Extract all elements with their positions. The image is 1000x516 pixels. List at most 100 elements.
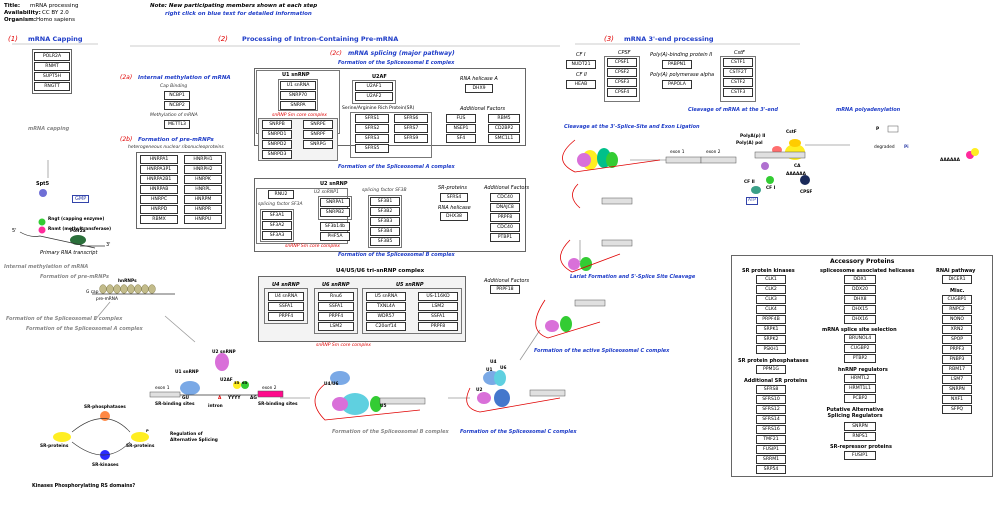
gene-box[interactable]: PRPF8: [418, 322, 458, 331]
misc-title[interactable]: Misc.: [950, 288, 965, 294]
gene-box[interactable]: SSFA1: [418, 312, 458, 321]
gene-box[interactable]: HNRPA1: [140, 155, 178, 164]
gene-box[interactable]: HNRPA3P1: [140, 165, 178, 174]
gene-box[interactable]: PSKH1: [756, 345, 786, 354]
gene-box[interactable]: SF3A3: [262, 231, 292, 240]
tri-snrnp-title[interactable]: U4/U5/U6 tri-snRNP complex: [336, 268, 425, 274]
gene-box[interactable]: U2AF2: [355, 92, 393, 101]
additional-factors-b-title[interactable]: Additional Factors: [484, 278, 530, 284]
gene-box[interactable]: SF3b14b: [320, 222, 350, 231]
section-2b-title[interactable]: Formation of pre-mRNPs: [138, 137, 214, 143]
additional-sr-title[interactable]: Additional SR proteins: [744, 378, 808, 384]
gene-box[interactable]: SF3B4: [370, 227, 400, 236]
gene-box[interactable]: CPSF3: [607, 78, 637, 87]
pab-title[interactable]: Poly(A)-binding protein II: [650, 52, 713, 58]
gene-box[interactable]: WDR57: [366, 312, 406, 321]
gene-box[interactable]: SPOP: [942, 335, 972, 344]
gene-box[interactable]: SFRS4: [440, 193, 468, 202]
gene-box[interactable]: SF3B3: [370, 217, 400, 226]
gene-box[interactable]: RBMX: [140, 215, 178, 224]
gene-box[interactable]: DHX9: [465, 84, 493, 93]
gene-box[interactable]: CLK2: [756, 285, 786, 294]
gene-box[interactable]: SNRPE: [303, 120, 333, 129]
gene-box[interactable]: CLK3: [756, 295, 786, 304]
gene-box[interactable]: SNRPA1: [320, 198, 350, 207]
gene-box[interactable]: SFRS5: [355, 144, 389, 153]
gene-box[interactable]: SUPT5H: [34, 72, 70, 81]
gene-box[interactable]: SF3B5: [370, 237, 400, 246]
gene-box[interactable]: SNRPF: [303, 130, 333, 139]
gene-box[interactable]: PRPF4: [268, 312, 304, 321]
gene-box[interactable]: SFRS14: [756, 415, 786, 424]
gene-box[interactable]: PCBP2: [844, 394, 876, 403]
gene-box[interactable]: PTBP1: [490, 233, 520, 242]
gene-box[interactable]: LSM7: [942, 375, 972, 384]
gene-box[interactable]: HNRPU: [184, 215, 222, 224]
gene-box[interactable]: LSM2: [318, 322, 354, 331]
gene-box[interactable]: SNRP70: [280, 91, 316, 100]
gene-box[interactable]: DNAJC8: [490, 203, 520, 212]
gene-box[interactable]: SNRPD1: [262, 130, 292, 139]
gene-box[interactable]: PRPF8: [490, 213, 520, 222]
gene-box[interactable]: SF3A1: [262, 211, 292, 220]
gene-box[interactable]: HNRPAB: [140, 185, 178, 194]
gene-box[interactable]: SFRS16: [756, 425, 786, 434]
gene-box[interactable]: RNPS1: [844, 432, 876, 441]
gene-box[interactable]: CD2BP2: [488, 124, 520, 133]
u6-title[interactable]: U6 snRNP: [322, 282, 350, 288]
gene-box[interactable]: SFRS9: [394, 134, 428, 143]
gene-box[interactable]: RNU2: [268, 190, 294, 199]
gene-box[interactable]: SRRM1: [756, 455, 786, 464]
sr-title[interactable]: Serine/Arginine Rich Protein(SR): [342, 106, 415, 111]
additional-factors-e-title[interactable]: Additional Factors: [460, 106, 506, 112]
gene-box[interactable]: PRPF4B: [756, 315, 786, 324]
sr-proteins-a-title[interactable]: SR-proteins: [438, 185, 467, 191]
alt-splicing-regulators-title[interactable]: Putative Alternative Splicing Regulators: [826, 407, 884, 419]
gene-box[interactable]: SFRS6: [394, 114, 428, 123]
diag-formation-active-c[interactable]: Formation of the active Spliceosomal C c…: [534, 348, 670, 354]
gene-box[interactable]: SNRPB: [262, 120, 292, 129]
gene-box[interactable]: CDC40: [490, 193, 520, 202]
gene-box[interactable]: LSM2: [418, 302, 458, 311]
gene-box[interactable]: CUGBP1: [942, 295, 972, 304]
gene-box[interactable]: FUS: [446, 114, 476, 123]
u2af-title[interactable]: U2AF: [372, 74, 387, 80]
gene-box[interactable]: SF3B2: [370, 207, 400, 216]
gene-box[interactable]: SNRPA: [280, 101, 316, 110]
gene-box[interactable]: SSFA1: [268, 302, 304, 311]
rna-helicase-title[interactable]: RNA helicase: [438, 205, 471, 211]
gene-box[interactable]: CLK4: [756, 305, 786, 314]
gene-box[interactable]: CSTF2T: [723, 68, 753, 77]
gene-box[interactable]: SRPK1: [756, 325, 786, 334]
gene-box[interactable]: SFRS3: [355, 134, 389, 143]
gene-box[interactable]: SFRS7: [394, 124, 428, 133]
gene-box[interactable]: FUSIP1: [844, 451, 876, 460]
gene-box[interactable]: CSTF1: [723, 58, 753, 67]
gene-box[interactable]: PRPF18: [490, 285, 520, 294]
diag-formation-c[interactable]: Formation of the Spliceosomal C complex: [460, 429, 577, 435]
gene-box[interactable]: CLK1: [756, 275, 786, 284]
gene-box[interactable]: CSTF2: [723, 78, 753, 87]
gene-box[interactable]: NONO: [942, 315, 972, 324]
gene-box[interactable]: HNRPR: [184, 205, 222, 214]
section-2-title[interactable]: Processing of Intron-Containing Pre-mRNA: [242, 35, 399, 43]
gene-box[interactable]: PABPN1: [662, 60, 692, 69]
section-2a-title[interactable]: Internal methylation of mRNA: [138, 75, 231, 81]
gene-box[interactable]: SF4: [446, 134, 476, 143]
gene-box[interactable]: SNRPN: [942, 385, 972, 394]
gene-box[interactable]: CPSF4: [607, 88, 637, 97]
rnai-title[interactable]: RNAi pathway: [936, 268, 976, 274]
gene-box[interactable]: DDX1: [844, 275, 876, 284]
gene-box[interactable]: SFPQ: [942, 405, 972, 414]
gene-box[interactable]: SMC1L1: [488, 134, 520, 143]
gene-box[interactable]: HNRPC: [140, 195, 178, 204]
gene-box[interactable]: U4 snRNA: [268, 292, 304, 301]
u1-title[interactable]: U1 snRNP: [282, 72, 310, 78]
sr-phosphatases-title[interactable]: SR protein phosphatases: [738, 358, 809, 364]
gene-box[interactable]: DHX38: [440, 212, 468, 221]
polyadenylation-header[interactable]: mRNA polyadenylation: [836, 107, 901, 113]
gene-box[interactable]: SNRPD3: [262, 150, 292, 159]
gene-box[interactable]: HNRPL: [184, 185, 222, 194]
accessory-title[interactable]: Accessory Proteins: [830, 258, 895, 265]
gene-box[interactable]: PHF5A: [320, 232, 350, 241]
